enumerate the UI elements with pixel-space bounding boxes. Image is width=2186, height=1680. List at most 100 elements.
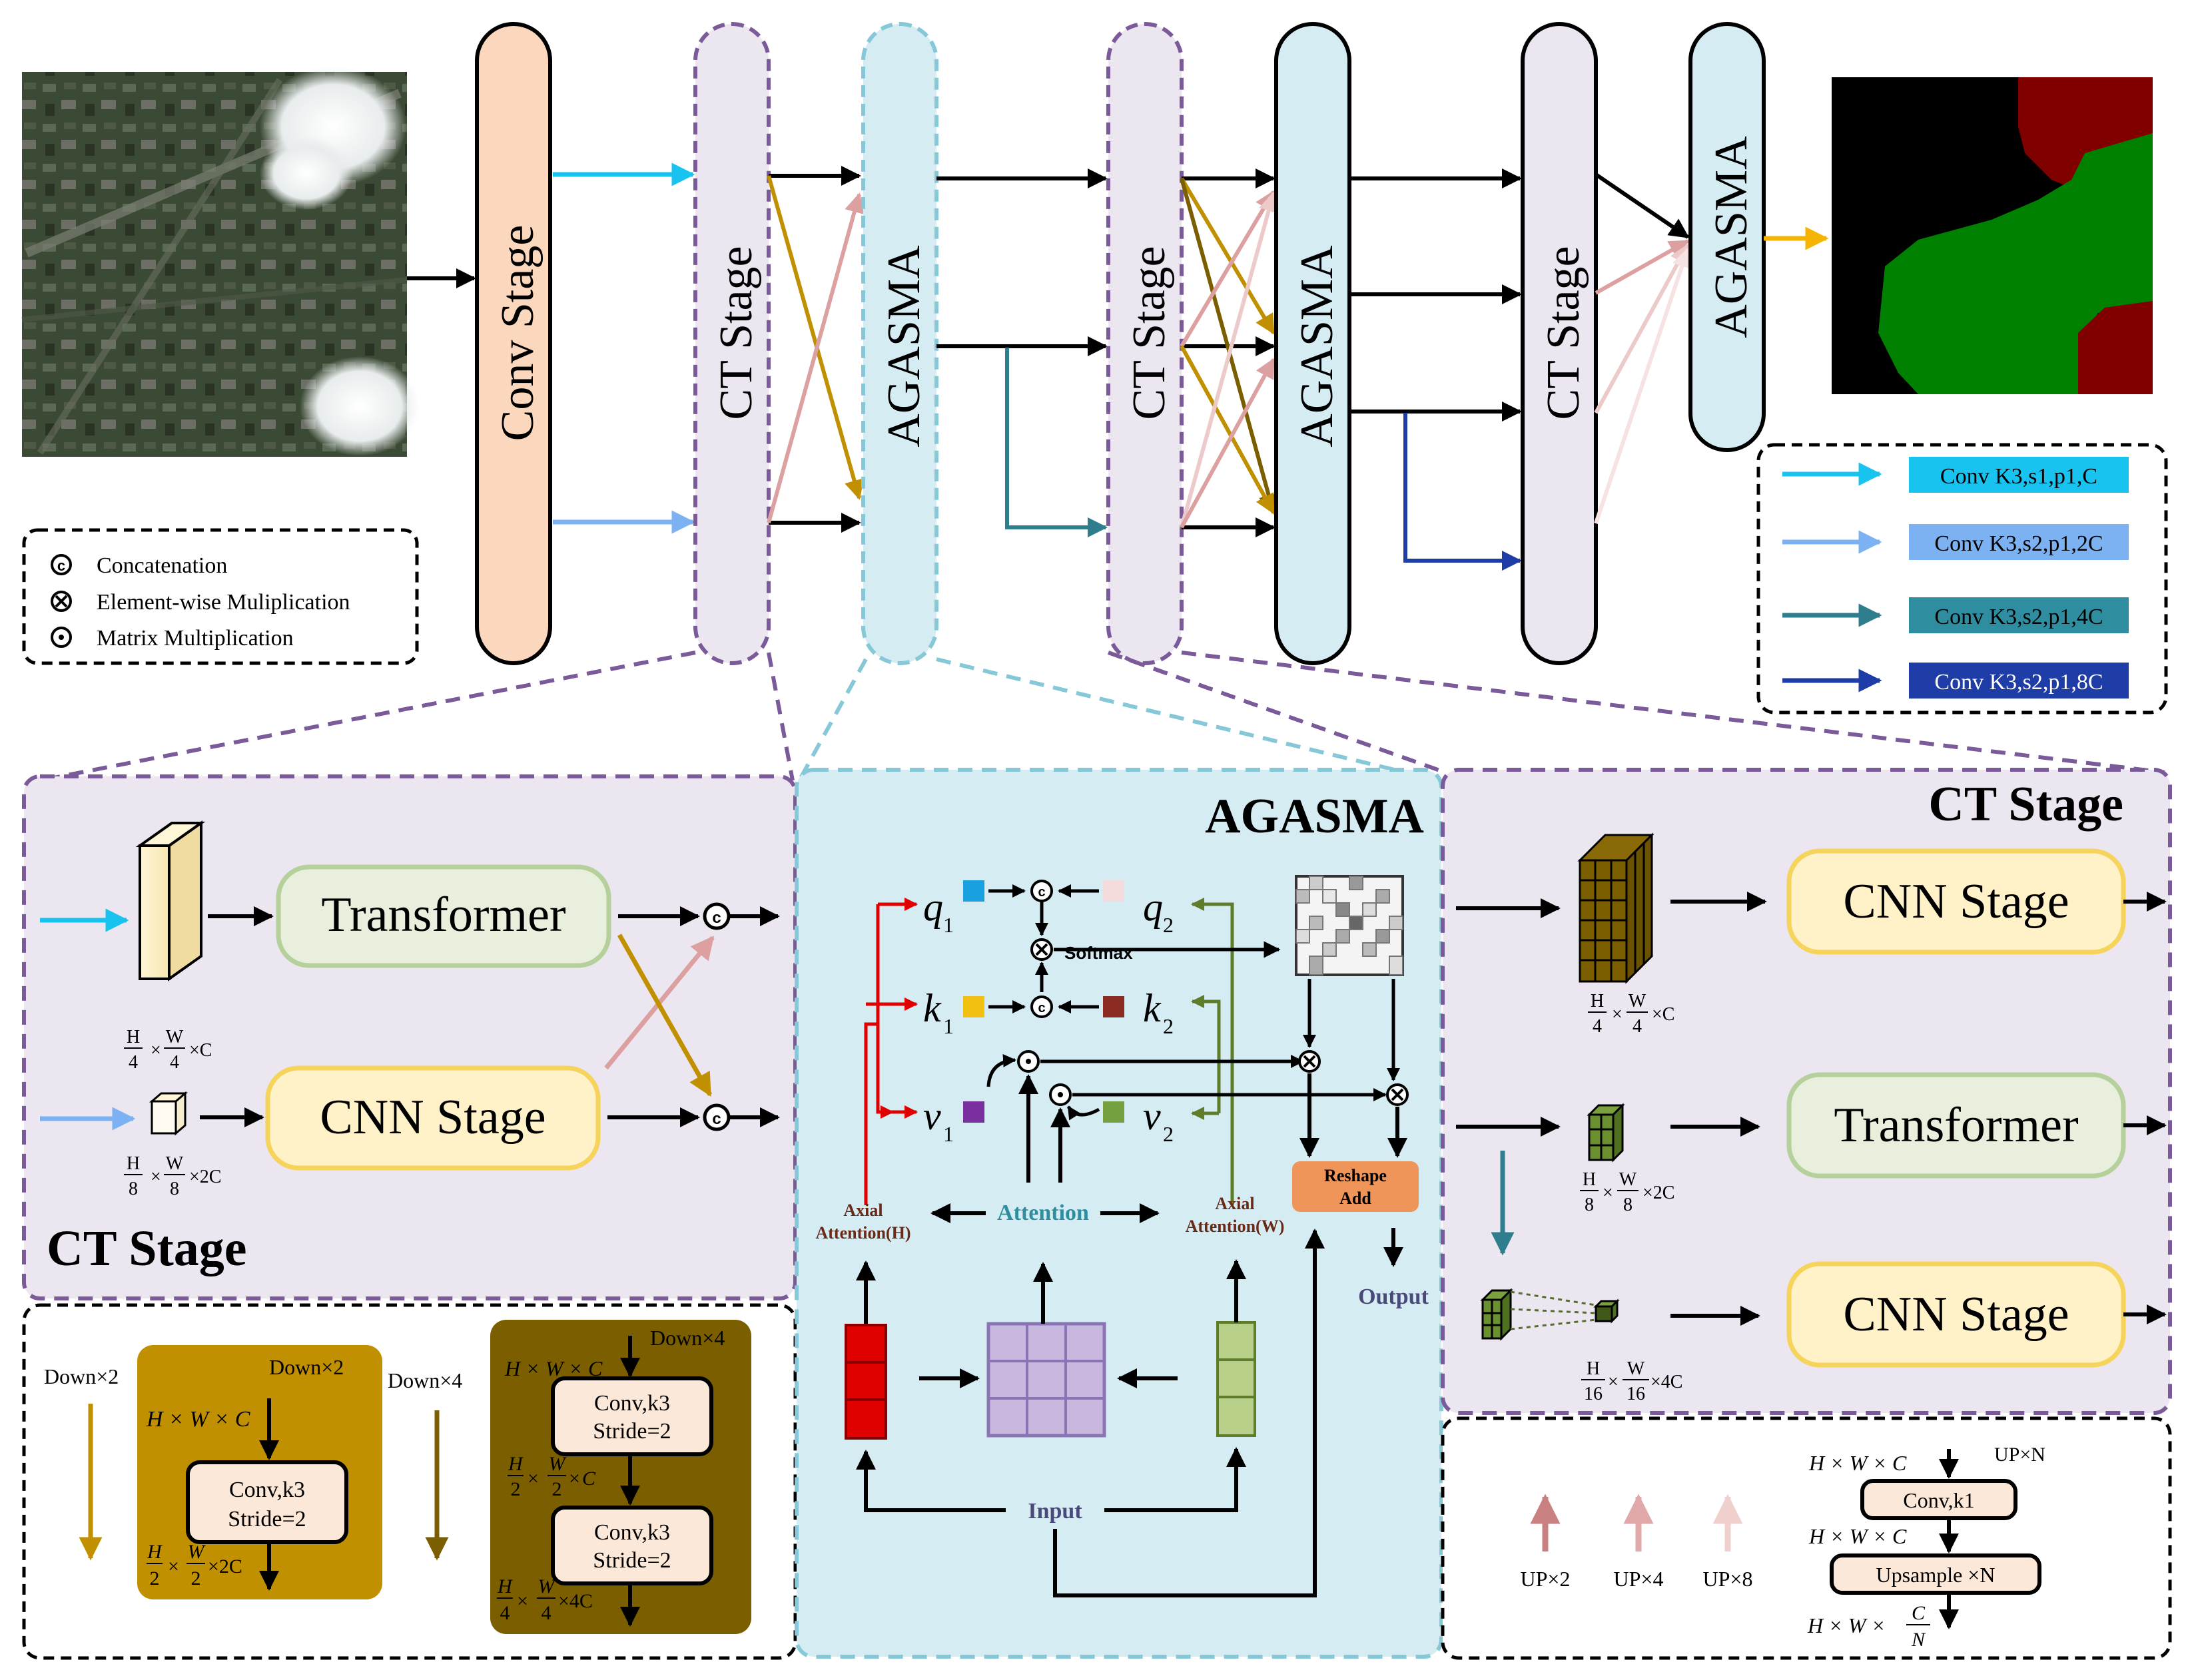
svg-text:2: 2 bbox=[150, 1567, 160, 1589]
arrow-cross-gold bbox=[767, 175, 865, 500]
svg-text:H: H bbox=[127, 1027, 140, 1047]
feature-cube-2 bbox=[149, 1091, 188, 1136]
svg-text:2: 2 bbox=[1163, 1014, 1174, 1038]
agasma-1-block: AGASMA bbox=[861, 22, 938, 665]
ct3-to-agasma3 bbox=[1594, 172, 1692, 524]
svg-text:Stride=2: Stride=2 bbox=[593, 1419, 671, 1444]
svg-text:×: × bbox=[1608, 1372, 1619, 1392]
svg-text:2: 2 bbox=[1163, 1122, 1174, 1146]
attention-label: Attention bbox=[997, 1201, 1089, 1225]
upn-label: UP×N bbox=[1994, 1444, 2045, 1466]
down4-label-left: Down×4 bbox=[388, 1368, 462, 1392]
svg-text:×C: ×C bbox=[1652, 1004, 1674, 1025]
right-transformer-label: Transformer bbox=[1834, 1098, 2078, 1153]
svg-text:H: H bbox=[1587, 1358, 1600, 1379]
svg-text:H: H bbox=[1591, 991, 1604, 1011]
svg-text:H × W × C: H × W × C bbox=[1808, 1524, 1907, 1548]
medium-feature-cube bbox=[1587, 1103, 1625, 1163]
feature-cube-1 bbox=[135, 820, 206, 981]
svg-text:Attention(H): Attention(H) bbox=[816, 1223, 911, 1243]
attention-map-grid bbox=[1295, 875, 1404, 976]
svg-text:H: H bbox=[497, 1575, 514, 1597]
svg-text:Stride=2: Stride=2 bbox=[593, 1548, 671, 1573]
svg-text:8: 8 bbox=[129, 1179, 138, 1199]
agasma-3-block: AGASMA bbox=[1688, 22, 1766, 452]
svg-text:H × W ×: H × W × bbox=[1807, 1613, 1886, 1637]
softmax-label: Softmax bbox=[1064, 943, 1133, 963]
svg-text:2: 2 bbox=[511, 1478, 521, 1500]
down2-in-dims: H × W × C bbox=[146, 1407, 250, 1432]
svg-text:4: 4 bbox=[170, 1052, 179, 1073]
conv-stage-block: Conv Stage bbox=[475, 22, 552, 665]
svg-text:4: 4 bbox=[1633, 1016, 1642, 1037]
svg-text:v: v bbox=[923, 1094, 941, 1138]
svg-text:k: k bbox=[1143, 986, 1162, 1030]
svg-text:Add: Add bbox=[1339, 1189, 1371, 1208]
svg-text:4: 4 bbox=[129, 1052, 138, 1073]
conv-legend-4: Conv K3,s2,p1,8C bbox=[1934, 670, 2103, 695]
agasma-panel-title: AGASMA bbox=[1205, 789, 1424, 844]
conv-legend-2: Conv K3,s2,p1,2C bbox=[1934, 531, 2103, 556]
matmul-legend-label: Matrix Multiplication bbox=[97, 626, 294, 651]
svg-text:×4C: ×4C bbox=[1650, 1372, 1682, 1392]
agasma-output-label: Output bbox=[1358, 1284, 1429, 1309]
big-feature-cube bbox=[1577, 832, 1654, 984]
down4-label: Down×4 bbox=[650, 1326, 725, 1350]
conv-legend-1: Conv K3,s1,p1,C bbox=[1940, 464, 2097, 489]
svg-text:×: × bbox=[151, 1040, 161, 1061]
left-panel-title: CT Stage bbox=[47, 1221, 247, 1276]
svg-text:×2C: ×2C bbox=[1642, 1183, 1674, 1203]
svg-text:Axial: Axial bbox=[1215, 1194, 1254, 1213]
arrow-8c-branch bbox=[1403, 413, 1522, 571]
right-cnn-bottom-label: CNN Stage bbox=[1843, 1287, 2069, 1342]
svg-text:W: W bbox=[1627, 1358, 1645, 1379]
agasma-3-label: AGASMA bbox=[1706, 136, 1757, 338]
svg-text:2: 2 bbox=[191, 1567, 201, 1589]
svg-text:H: H bbox=[1583, 1169, 1596, 1190]
right-ct-panel: CT Stage CNN Stage H 4 × W 4 ×C bbox=[1441, 768, 2172, 1415]
svg-text:1: 1 bbox=[943, 1014, 954, 1038]
axial-h-tensor bbox=[845, 1324, 887, 1440]
svg-text:Reshape: Reshape bbox=[1324, 1166, 1387, 1185]
up2-label: UP×2 bbox=[1521, 1567, 1571, 1591]
left-ct-panel: Transformer c H 4 × W 4 ×C CNN Stage c H bbox=[22, 774, 797, 1300]
svg-text:×: × bbox=[528, 1468, 539, 1490]
svg-text:×: × bbox=[1603, 1183, 1613, 1203]
axial-w-tensor bbox=[1216, 1321, 1256, 1437]
ct-stage-3-block: CT Stage bbox=[1521, 22, 1598, 665]
right-cnn-top-label: CNN Stage bbox=[1843, 874, 2069, 929]
agasma-2-label: AGASMA bbox=[1291, 245, 1343, 447]
svg-text:W: W bbox=[1629, 991, 1646, 1011]
right-panel-title: CT Stage bbox=[1928, 777, 2123, 832]
svg-text:Upsample ×N: Upsample ×N bbox=[1876, 1563, 1996, 1587]
svg-text:Conv,k3: Conv,k3 bbox=[229, 1478, 305, 1502]
svg-text:8: 8 bbox=[1623, 1195, 1633, 1215]
svg-text:C: C bbox=[1912, 1602, 1926, 1624]
svg-text:4: 4 bbox=[1593, 1016, 1602, 1037]
svg-text:C: C bbox=[582, 1468, 596, 1490]
svg-text:Conv,k1: Conv,k1 bbox=[1903, 1488, 1974, 1512]
concat-icon: c bbox=[57, 557, 65, 574]
up8-label: UP×8 bbox=[1703, 1567, 1753, 1591]
down2-label-left: Down×2 bbox=[44, 1364, 119, 1388]
svg-text:H: H bbox=[147, 1541, 163, 1563]
svg-text:N: N bbox=[1911, 1629, 1926, 1651]
svg-text:×: × bbox=[1612, 1004, 1623, 1025]
satellite-image bbox=[21, 67, 420, 457]
svg-text:×2C: ×2C bbox=[208, 1555, 242, 1577]
ct-stage-3-label: CT Stage bbox=[1538, 246, 1589, 420]
svg-text:16: 16 bbox=[1627, 1384, 1645, 1404]
svg-text:q: q bbox=[923, 885, 943, 929]
svg-text:Conv,k3: Conv,k3 bbox=[594, 1520, 670, 1545]
zoom-connectors bbox=[39, 651, 2165, 782]
ct-stage-2-label: CT Stage bbox=[1124, 246, 1175, 420]
svg-text:8: 8 bbox=[1585, 1195, 1594, 1215]
svg-text:W: W bbox=[188, 1541, 206, 1563]
svg-text:×: × bbox=[168, 1555, 179, 1577]
agasma-input-label: Input bbox=[1028, 1499, 1082, 1524]
concat-icon-q: c bbox=[1038, 885, 1045, 900]
left-cnn-label: CNN Stage bbox=[320, 1090, 546, 1145]
down2-label: Down×2 bbox=[269, 1355, 344, 1379]
attention-tensor bbox=[986, 1322, 1106, 1438]
svg-text:Stride=2: Stride=2 bbox=[228, 1507, 306, 1532]
